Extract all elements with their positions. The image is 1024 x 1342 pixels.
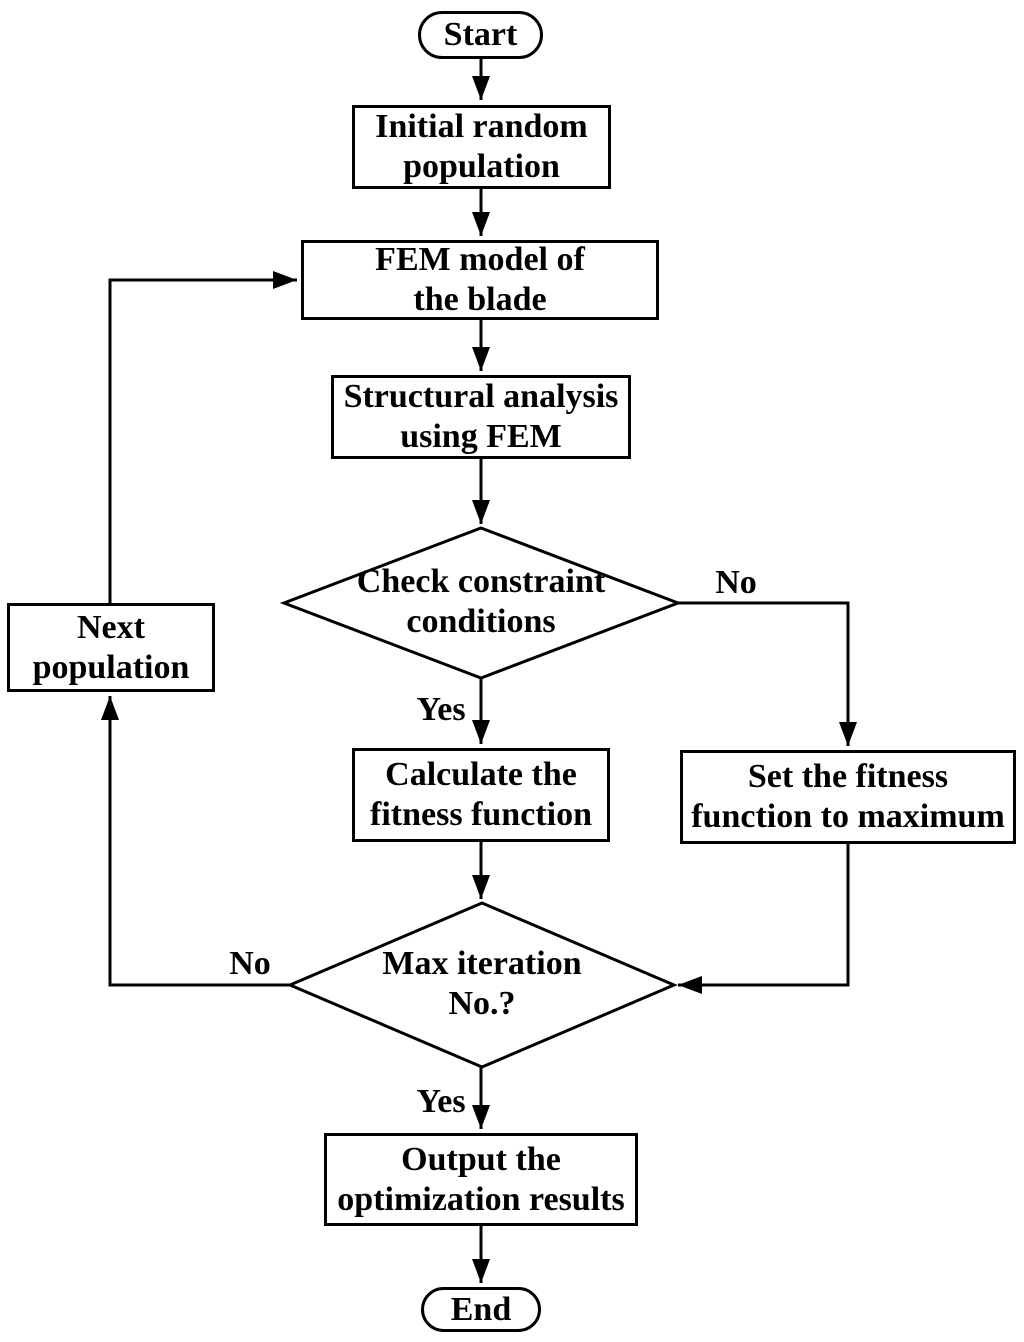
node-max-iteration-decision-shape [286,901,678,1069]
node-output-results: Output the optimization results [324,1133,638,1226]
node-initial-random-population: Initial random population [352,105,611,189]
node-start: Start [418,11,543,59]
node-end: End [421,1287,541,1332]
edge-label-maxiter-yes: Yes [416,1083,466,1120]
node-calculate-fitness-function: Calculate the fitness function [352,748,610,842]
edge-label-maxiter-no: No [229,945,271,982]
node-set-fitness-maximum: Set the fitness function to maximum [680,750,1016,844]
node-next-population: Next population [7,603,215,692]
node-fem-model-of-blade: FEM model of the blade [301,240,659,320]
edge-check-no-to-setmax [678,601,857,746]
node-structural-analysis: Structural analysis using FEM [331,375,631,459]
edge-label-check-no: No [715,564,757,601]
edge-nextpop-to-fem [108,271,297,603]
label-max-iteration: Max iteration No.? [382,945,582,1022]
edge-setmax-to-maxiter [678,844,850,994]
label-check-constraint: Check constraint conditions [356,563,606,640]
edge-maxiter-no-to-nextpop [101,696,290,987]
edge-label-check-yes: Yes [416,691,466,728]
node-check-constraint-decision-shape [279,526,683,680]
